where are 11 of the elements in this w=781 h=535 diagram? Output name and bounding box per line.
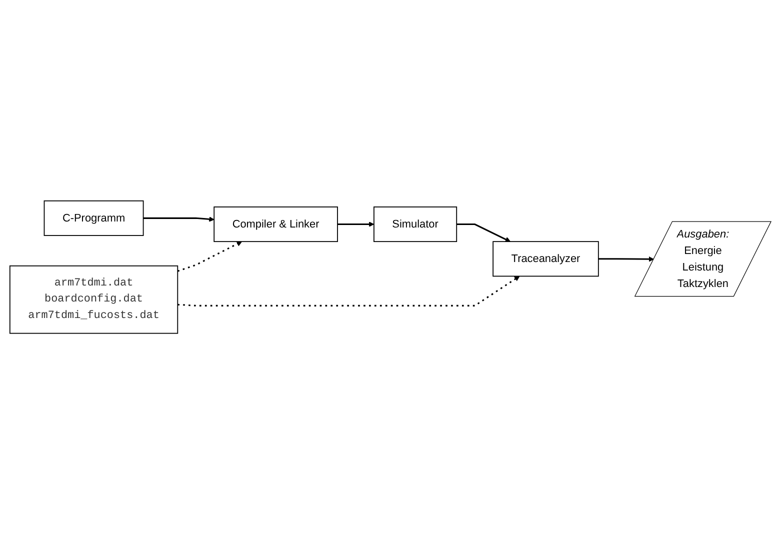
node-box: Traceanalyzer: [492, 242, 599, 278]
arrow: [456, 224, 511, 242]
node-box: arm7tdmi.dat boardconfig.dat arm7tdmi_fucosts.dat: [9, 266, 178, 334]
node-box: Simulator: [374, 206, 458, 242]
node-box: Compiler & Linker: [214, 206, 338, 242]
arrow: [177, 242, 242, 272]
node-box: C-Programm: [44, 200, 144, 236]
arrow: [143, 216, 214, 222]
arrow: [178, 276, 520, 307]
arrow: [598, 256, 654, 262]
arrow: [338, 222, 374, 228]
